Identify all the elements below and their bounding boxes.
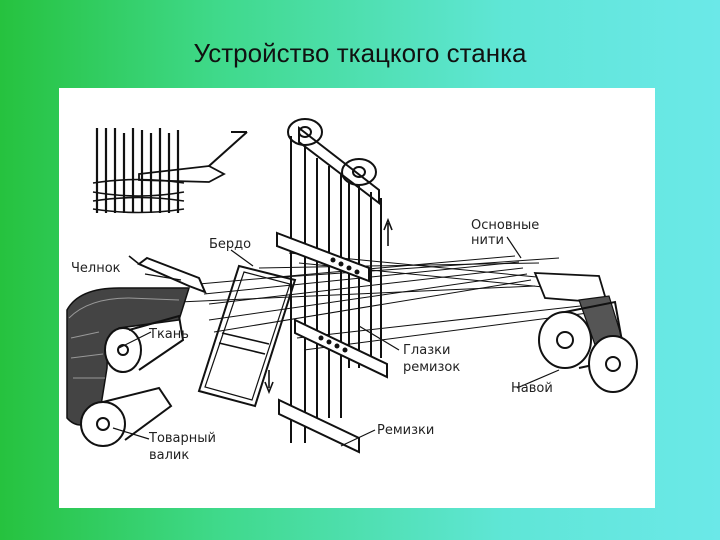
woven-cloth xyxy=(66,287,191,447)
warp-beam xyxy=(533,272,638,393)
label-niti: нити xyxy=(471,233,504,248)
label-remizki: Ремизки xyxy=(377,423,434,438)
label-tovarny: Товарный xyxy=(148,431,216,446)
shuttle xyxy=(128,255,207,294)
label-remizok: ремизок xyxy=(403,360,460,375)
weave-detail-inset xyxy=(92,128,248,214)
loom-drawing: Основные нити Бердо Челнок Ткань Глазки … xyxy=(66,118,638,463)
label-glazki: Глазки xyxy=(403,343,450,358)
label-valik: валик xyxy=(149,448,189,463)
leader-lines xyxy=(112,236,560,447)
label-berdo: Бердо xyxy=(209,237,251,252)
heddle-frames xyxy=(264,118,393,454)
loom-diagram: Основные нити Бердо Челнок Ткань Глазки … xyxy=(59,88,655,508)
label-navoy: Навой xyxy=(511,381,553,396)
label-osnovnye: Основные xyxy=(471,218,539,233)
label-chelnok: Челнок xyxy=(71,261,121,276)
slide-title: Устройство ткацкого станка xyxy=(193,38,527,68)
label-tkan: Ткань xyxy=(148,327,189,342)
reed xyxy=(197,264,297,408)
